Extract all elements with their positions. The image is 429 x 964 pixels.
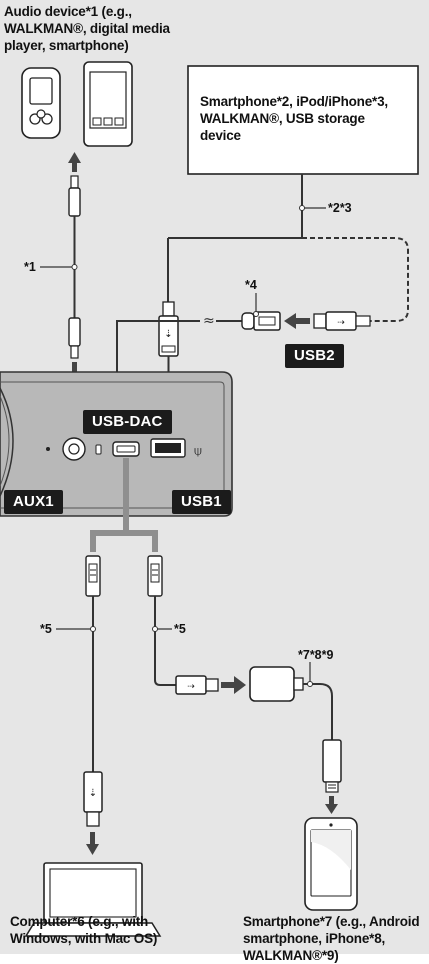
usb-plug-right-top [147,555,163,597]
aux-jack-icon [46,437,86,461]
smartphone-audio-icon [83,61,133,147]
usb-dac-tag: USB-DAC [83,410,172,434]
svg-text:⇢: ⇢ [337,318,345,328]
walkman-player-icon [21,67,61,139]
svg-text:⇢: ⇢ [187,682,195,692]
arrow-down-computer-icon [86,832,99,855]
callout-5-right: *5 [174,622,186,636]
aux-cable [40,175,81,359]
arrow-down-smartphone-icon [325,796,338,814]
usb-adapter-icon [249,662,333,740]
usb1-port-icon: ⍦ [150,438,202,459]
callout-7-8-9: *7*8*9 [298,648,334,662]
svg-text:⍦: ⍦ [194,444,202,459]
usb2-tag: USB2 [285,344,344,368]
callout-5-left: *5 [40,622,52,636]
lightning-plug-icon [322,739,342,793]
callout-4: *4 [245,278,257,292]
arrow-right-adapter-icon [221,676,246,694]
computer-caption: Computer*6 (e.g., with Windows, with Mac… [10,914,158,946]
arrow-up-audio-icon [68,152,81,172]
usb-device-cable [167,174,409,322]
usb2-cable: ≈ [116,293,281,372]
aux1-tag: AUX1 [4,490,63,514]
smartphone-caption: Smartphone*7 (e.g., Android smartphone, … [243,914,420,963]
usb1-tag: USB1 [172,490,231,514]
svg-text:≈: ≈ [203,313,215,329]
callout-1: *1 [24,260,36,274]
callout-2-3: *2*3 [328,201,352,215]
audio-device-label: Audio device*1 (e.g., WALKMAN®, digital … [4,4,170,53]
usb-plug-usb2: ⇢ [313,311,371,331]
svg-text:⇣: ⇣ [164,329,172,340]
usb-dac-split-cable [90,458,158,552]
adapter-cable: ⇢ [152,596,219,695]
usb-plug-left-top [85,555,101,597]
android-smartphone-icon [304,817,358,911]
usb-dac-port-icon [95,441,140,457]
svg-text:⇣: ⇣ [89,788,97,799]
usb-device-box [187,65,419,175]
computer-cable: ⇣ [56,596,103,827]
usb-device-label: Smartphone*2, iPod/iPhone*3, WALKMAN®, U… [200,94,388,143]
arrow-left-usb2-icon [284,313,310,329]
laptop-icon [24,862,162,937]
